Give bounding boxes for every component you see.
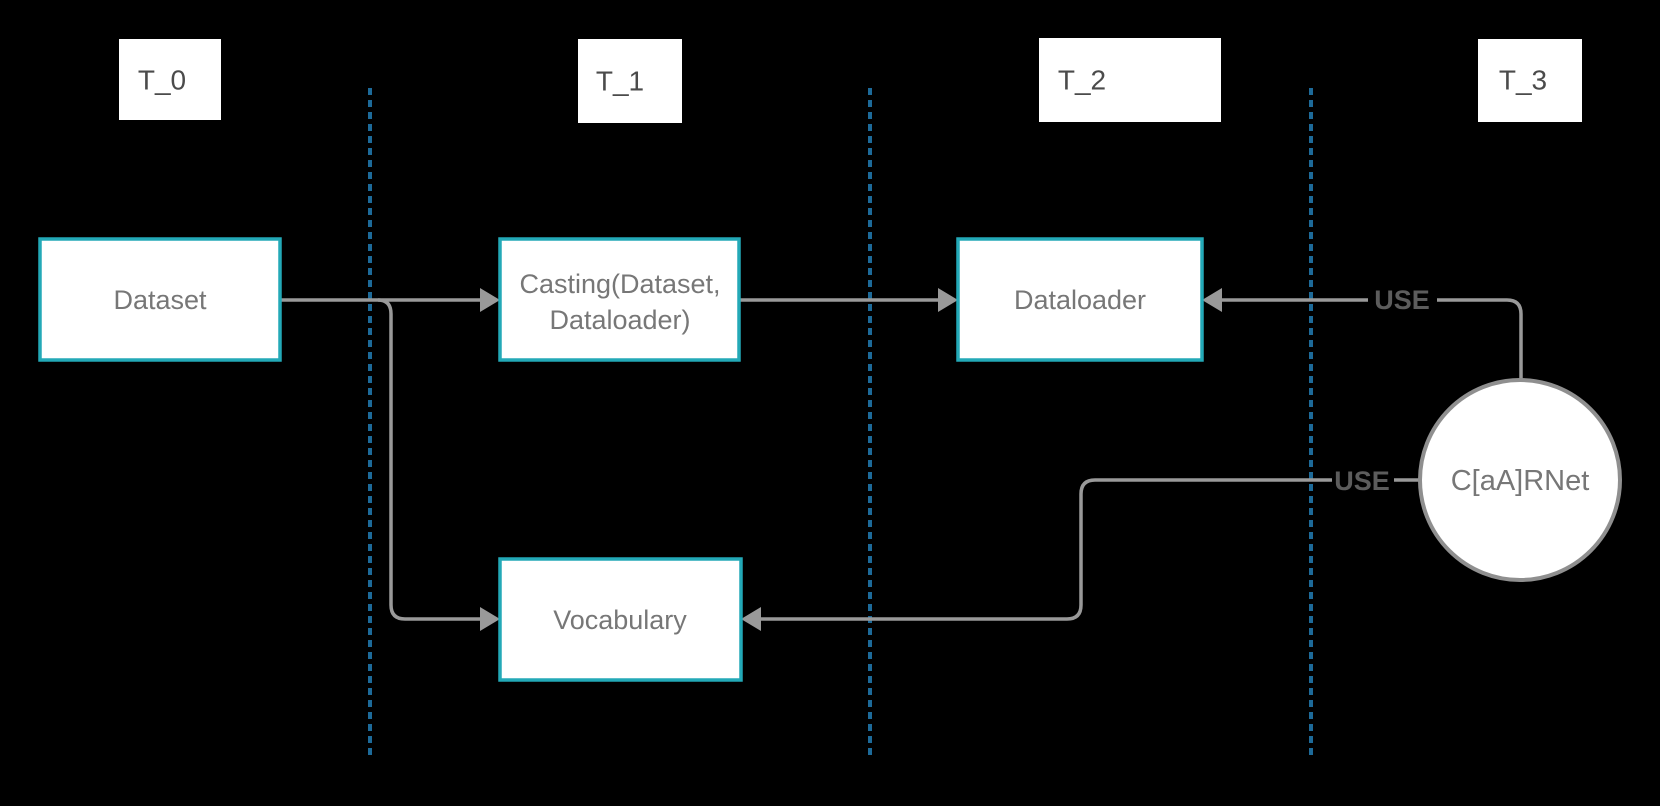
- dataset-node-label: Dataset: [113, 285, 207, 315]
- vocabulary-node-label: Vocabulary: [553, 605, 687, 635]
- edge-dataset-to-vocabulary: [377, 298, 480, 621]
- arrowhead-into-vocabulary-right: [741, 607, 761, 631]
- use-label-bottom: USE: [1334, 466, 1390, 496]
- dataloader-node-box: [956, 237, 1204, 362]
- lane-headers: T_0 T_1 T_2 T_3: [119, 38, 1582, 123]
- edges: USE USE: [280, 285, 1523, 631]
- header-label-t0: T_0: [138, 65, 186, 96]
- header-box-t2: [1039, 38, 1221, 122]
- header-label-t1: T_1: [596, 66, 644, 97]
- edge-carnet-to-use-top: [1437, 298, 1523, 380]
- casting-node-label-line1: Casting(Dataset,: [519, 269, 720, 299]
- carnet-node-label: C[aA]RNet: [1451, 465, 1590, 497]
- dataset-node-box: [38, 237, 282, 362]
- header-label-t2: T_2: [1058, 65, 1106, 96]
- lane-dividers: [368, 88, 1313, 760]
- edge-use-bottom-to-vocabulary: [761, 478, 1332, 621]
- carnet-node-circle: [1418, 378, 1622, 582]
- casting-node-label-line2: Dataloader): [549, 305, 690, 335]
- use-label-top: USE: [1374, 285, 1430, 315]
- arrowhead-into-dataloader-left: [938, 288, 958, 312]
- nodes: Dataset Casting(Dataset, Dataloader) Dat…: [38, 237, 1622, 682]
- casting-node-box: [498, 237, 741, 362]
- arrowhead-into-vocabulary-left: [480, 607, 500, 631]
- header-label-t3: T_3: [1499, 65, 1547, 96]
- header-box-t3: [1478, 39, 1582, 122]
- vocabulary-node-box: [498, 557, 743, 682]
- dataloader-node-label: Dataloader: [1014, 285, 1146, 315]
- header-box-t0: [119, 39, 221, 120]
- header-box-t1: [578, 39, 682, 123]
- arrowhead-into-casting: [480, 288, 500, 312]
- arrowhead-into-dataloader-right: [1202, 288, 1222, 312]
